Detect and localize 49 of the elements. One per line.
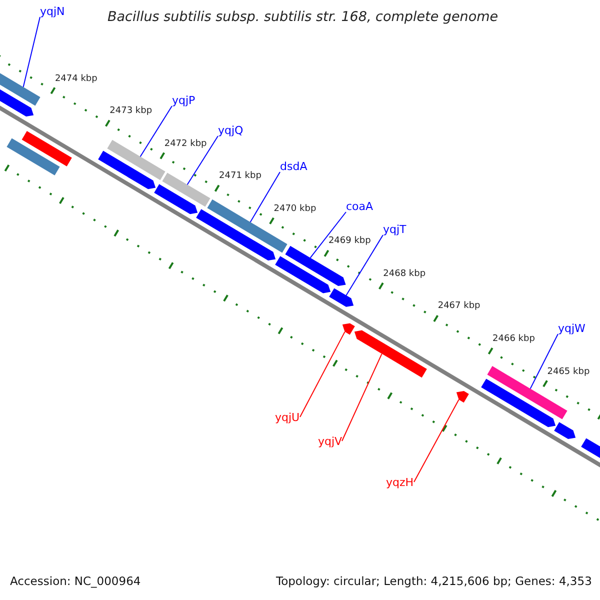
title: Bacillus subtilis subsp. subtilis str. 168, complete genome	[108, 11, 498, 24]
tick-label: 2471 kbp	[219, 172, 262, 182]
gene-block	[98, 150, 156, 190]
gene-label: yqjT	[383, 224, 406, 235]
footer-text: Accession: NC_000964	[10, 576, 141, 588]
leader-line	[140, 106, 172, 158]
leader-line	[310, 212, 346, 258]
gene-block	[275, 256, 331, 294]
tick-label: 2468 kbp	[383, 270, 426, 279]
gene-bar	[107, 140, 166, 180]
leader-line	[342, 353, 382, 442]
gene-bar	[6, 138, 60, 176]
leader-line	[186, 136, 218, 186]
gene-label: yqjU	[275, 412, 300, 422]
leader-line	[300, 331, 346, 418]
gene-bar	[22, 131, 72, 166]
gene-bar	[162, 172, 210, 207]
tick-label: 2466 kbp	[492, 335, 535, 344]
gene-label: yqjV	[318, 436, 342, 446]
gene-block	[481, 378, 556, 428]
gene-block	[329, 288, 354, 307]
gene-block	[342, 323, 355, 335]
leader-line	[530, 334, 558, 390]
leader-line	[346, 234, 384, 296]
gene-label: yqjP	[172, 95, 196, 106]
tick-label: 2474 kbp	[54, 74, 98, 84]
gene-block	[154, 184, 198, 214]
gene-block	[554, 422, 576, 439]
gene-block	[456, 391, 469, 403]
tick-label: 2467 kbp	[438, 302, 480, 312]
tick-label: 2465 kbp	[547, 368, 590, 377]
leader-line	[414, 399, 460, 482]
tick-label: 2470 kbp	[274, 204, 316, 214]
gene-bar	[487, 366, 568, 420]
gene-label: yqjW	[558, 323, 586, 334]
gene-label: yqzH	[386, 476, 414, 488]
tick-label: 2472 kbp	[164, 140, 207, 149]
leader-line	[22, 16, 40, 88]
gene-label: dsdA	[280, 161, 308, 172]
tick-label: 2473 kbp	[110, 107, 152, 116]
tick-label: 2469 kbp	[328, 237, 371, 246]
leader-line	[250, 172, 280, 223]
gene-label: coaA	[346, 201, 374, 212]
gene-block	[354, 330, 427, 378]
gene-label: yqjQ	[218, 125, 244, 136]
gene-label: yqjN	[40, 6, 65, 17]
gene-block	[285, 246, 346, 286]
footer-text: Topology: circular; Length: 4,215,606 bp; Genes: 4,353	[276, 576, 592, 588]
gene-block	[196, 209, 276, 260]
